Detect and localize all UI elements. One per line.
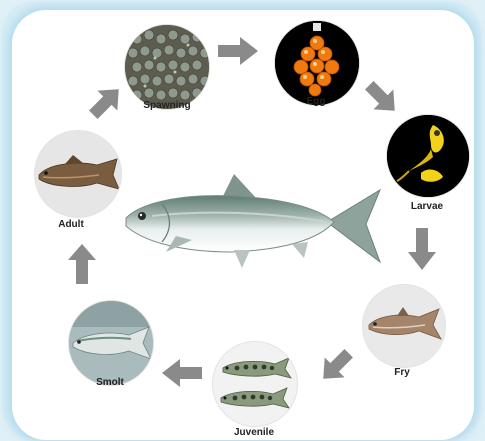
stage-fry-image [362, 284, 446, 368]
silver-smolt-fish-icon [69, 301, 153, 385]
orange-eggs-icon [275, 21, 359, 105]
adult-fish-icon [35, 131, 121, 217]
arrow-smolt-to-adult [66, 242, 98, 286]
spotted-juvenile-fish-icon [213, 342, 297, 426]
arrow-larvae-to-fry [406, 226, 438, 272]
stage-egg-label: Egg [307, 96, 326, 107]
stage-adult-label: Adult [58, 219, 84, 230]
stage-larvae-image [386, 114, 470, 198]
arrow-spawning-to-egg [216, 36, 260, 66]
stage-adult-image [34, 130, 122, 218]
stage-fry-label: Fry [394, 367, 410, 378]
stage-spawning-image [124, 24, 210, 110]
stage-smolt-image [68, 300, 154, 386]
stage-larvae-label: Larvae [411, 201, 443, 212]
arrow-fry-to-juvenile [316, 346, 356, 386]
stage-egg-image [274, 20, 360, 106]
arrow-egg-to-larvae [362, 78, 402, 118]
center-fish-image [122, 172, 384, 276]
arrow-juvenile-to-smolt [160, 358, 204, 388]
fish-eggs-cluster-icon [125, 25, 209, 109]
stage-juvenile-image [212, 341, 298, 427]
arrow-adult-to-spawning [86, 82, 126, 122]
stage-spawning-label: Spawning [143, 100, 190, 111]
yellow-larvae-icon [387, 115, 469, 197]
stage-juvenile-label: Juvenile [234, 427, 274, 438]
fry-fish-icon [363, 285, 445, 367]
stage-smolt-label: Smolt [96, 377, 124, 388]
